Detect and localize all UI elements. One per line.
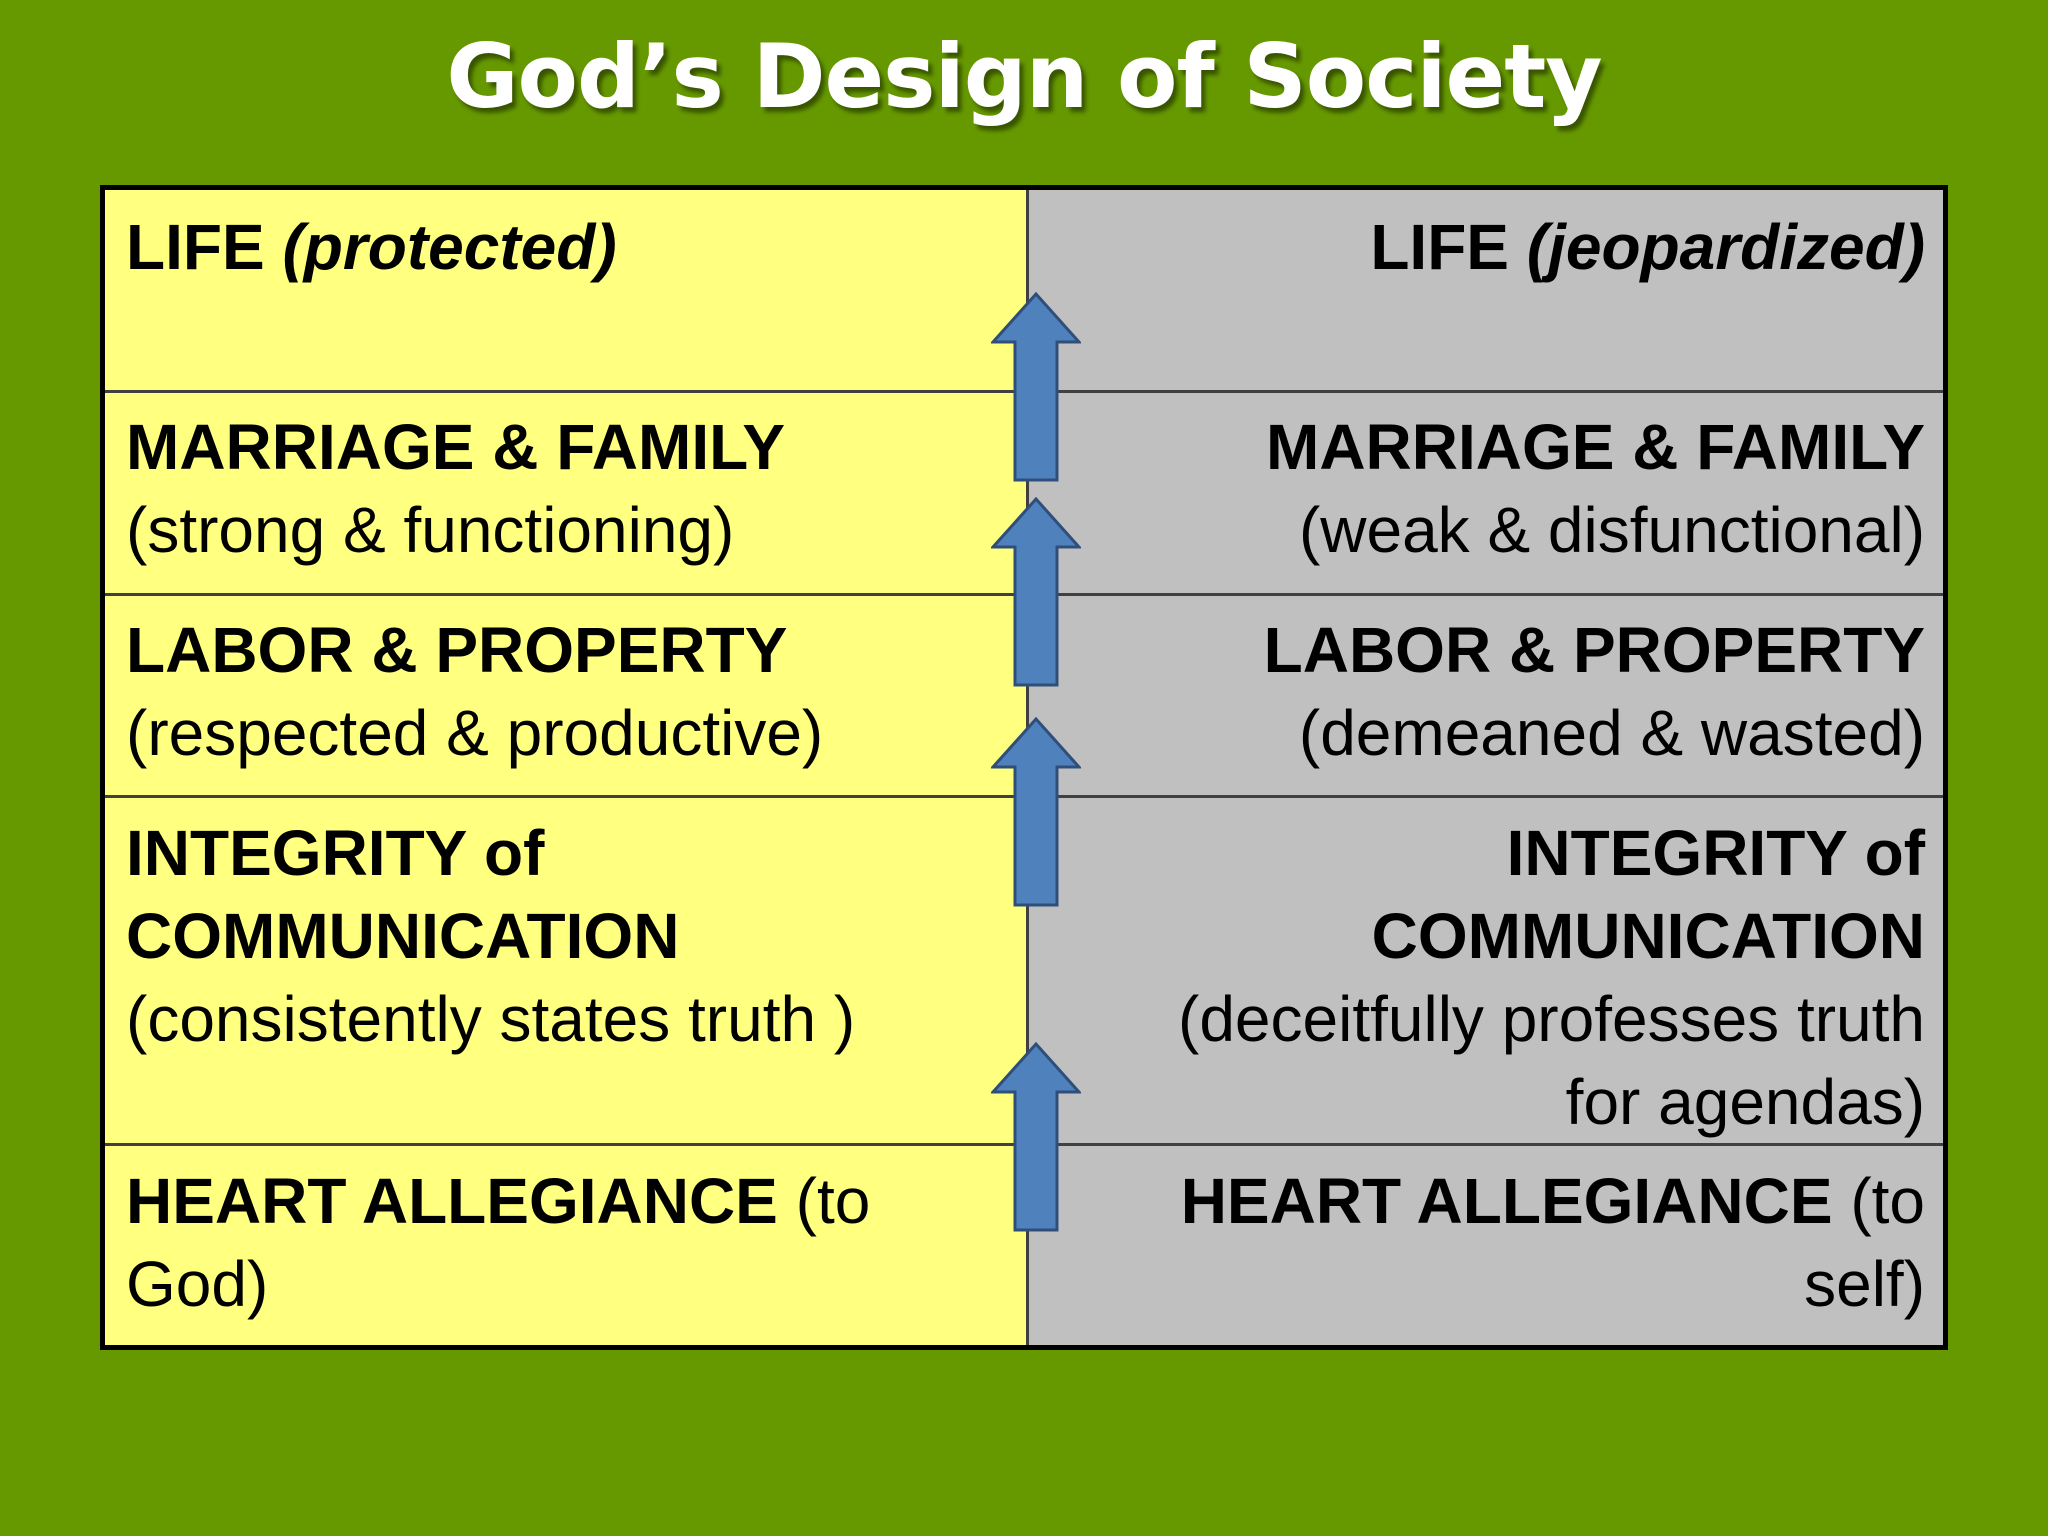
cell-qualifier: (respected & productive) (126, 697, 824, 769)
cell-heading: MARRIAGE & FAMILY (126, 411, 785, 483)
up-arrow-icon (991, 497, 1081, 687)
cell-marriage-left: MARRIAGE & FAMILY (strong & functioning) (126, 406, 1016, 572)
cell-marriage-right: MARRIAGE & FAMILY (weak & disfunctional) (1045, 406, 1925, 572)
cell-qualifier: God) (126, 1248, 269, 1320)
left-column (105, 190, 1026, 1345)
cell-qualifier: (strong & functioning) (126, 494, 735, 566)
cell-heading: LIFE (1370, 211, 1509, 283)
cell-heart-left: HEART ALLEGIANCE (to God) (126, 1160, 1016, 1326)
up-arrow-icon (991, 717, 1081, 907)
cell-life-left: LIFE (protected) (126, 206, 1016, 289)
cell-qualifier: (jeopardized) (1526, 211, 1925, 283)
cell-qualifier: (weak & disfunctional) (1298, 494, 1925, 566)
cell-qualifier: self) (1804, 1248, 1925, 1320)
cell-heading: HEART ALLEGIANCE (1180, 1165, 1833, 1237)
cell-heading: COMMUNICATION (126, 900, 680, 972)
cell-integrity-right: INTEGRITY of COMMUNICATION (deceitfully … (1045, 812, 1925, 1144)
cell-labor-right: LABOR & PROPERTY (demeaned & wasted) (1045, 609, 1925, 775)
cell-qualifier: (consistently states truth ) (126, 983, 856, 1055)
cell-qualifier: (protected) (282, 211, 617, 283)
cell-heading: INTEGRITY of (126, 817, 545, 889)
society-table: LIFE (protected) LIFE (jeopardized) MARR… (100, 185, 1948, 1350)
right-column (1026, 190, 1943, 1345)
cell-heading: COMMUNICATION (1371, 900, 1925, 972)
cell-labor-left: LABOR & PROPERTY (respected & productive… (126, 609, 1016, 775)
cell-heading: LIFE (126, 211, 265, 283)
cell-heading: LABOR & PROPERTY (1263, 614, 1925, 686)
cell-heart-right: HEART ALLEGIANCE (to self) (1045, 1160, 1925, 1326)
cell-heading: LABOR & PROPERTY (126, 614, 788, 686)
slide-title: God’s Design of Society (446, 25, 1602, 128)
cell-qualifier: (to (795, 1165, 871, 1237)
cell-life-right: LIFE (jeopardized) (1045, 206, 1925, 289)
cell-heading: INTEGRITY of (1506, 817, 1925, 889)
cell-qualifier: (deceitfully professes truth (1178, 983, 1925, 1055)
up-arrow-icon (991, 1042, 1081, 1232)
cell-qualifier: (to (1850, 1165, 1925, 1237)
cell-heading: HEART ALLEGIANCE (126, 1165, 778, 1237)
cell-integrity-left: INTEGRITY of COMMUNICATION (consistently… (126, 812, 1016, 1061)
up-arrow-icon (991, 292, 1081, 482)
cell-qualifier: (demeaned & wasted) (1298, 697, 1925, 769)
cell-qualifier: for agendas) (1565, 1066, 1925, 1138)
cell-heading: MARRIAGE & FAMILY (1266, 411, 1925, 483)
